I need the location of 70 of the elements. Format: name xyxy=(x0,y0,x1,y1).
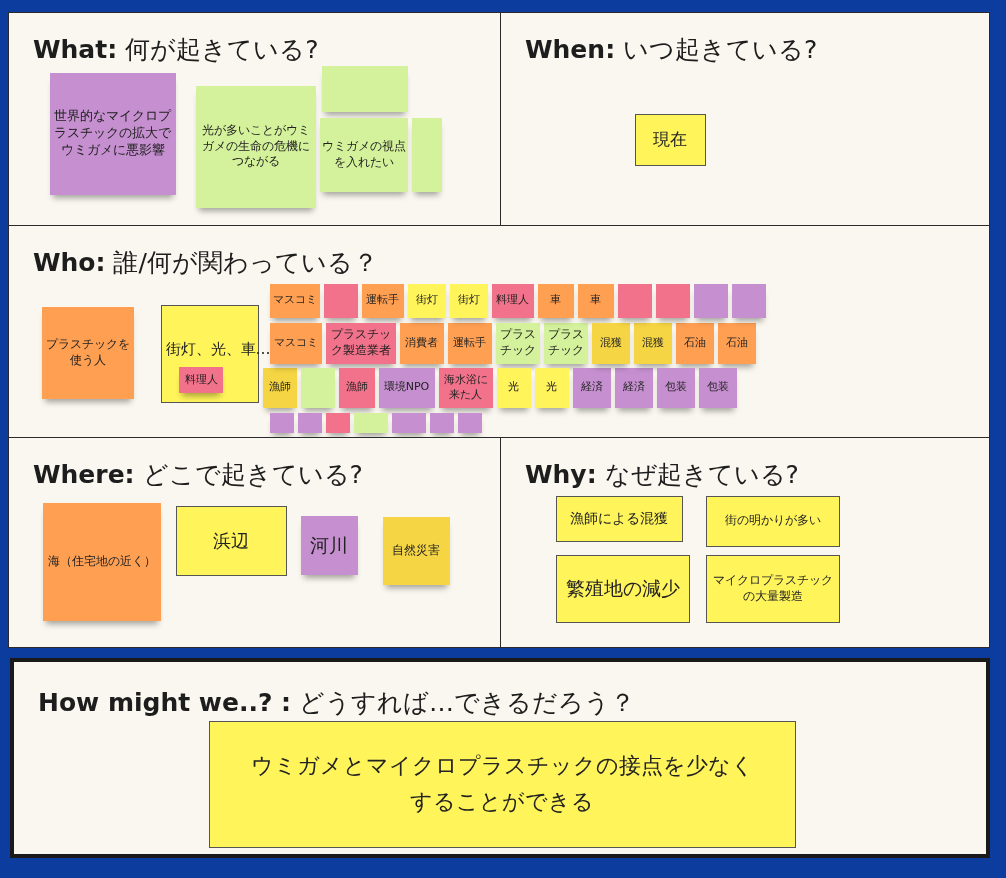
sticky-note xyxy=(731,283,766,318)
sticky-note: 現在 xyxy=(634,113,706,166)
sticky-note xyxy=(353,412,388,433)
sticky-note xyxy=(325,412,350,433)
sticky-note: プラスチック製造業者 xyxy=(325,322,396,364)
sticky-note xyxy=(617,283,652,318)
sticky-note: 料理人 xyxy=(179,367,223,393)
sticky-note xyxy=(693,283,728,318)
section-heading: Who: 誰/何が関わっている？ xyxy=(33,247,378,279)
sticky-note: 料理人 xyxy=(491,283,534,318)
sticky-note: 海（住宅地の近く） xyxy=(42,502,161,621)
sticky-note: 運転手 xyxy=(361,283,404,318)
sticky-note: 浜辺 xyxy=(175,505,287,576)
sticky-note: 光 xyxy=(534,367,569,408)
sticky-note xyxy=(297,412,322,433)
sticky-note xyxy=(300,367,335,408)
sticky-note: 混獲 xyxy=(633,322,672,364)
sticky-note: 街の明かりが多い xyxy=(705,495,840,547)
section-panel xyxy=(500,12,990,226)
sticky-note: 漁師による混獲 xyxy=(555,495,683,542)
sticky-note: 包装 xyxy=(656,367,695,408)
section-heading: Why: なぜ起きている? xyxy=(525,459,799,491)
sticky-note: マイクロプラスチックの大量製造 xyxy=(705,554,840,623)
sticky-note: マスコミ xyxy=(269,322,322,364)
section-panel xyxy=(10,658,990,858)
sticky-note: 経済 xyxy=(614,367,653,408)
sticky-note: 光 xyxy=(496,367,531,408)
sticky-note: 車 xyxy=(577,283,614,318)
section-panel xyxy=(8,225,990,438)
sticky-note: ウミガメの視点を入れたい xyxy=(319,117,408,192)
sticky-note: 世界的なマイクロプラスチックの拡大でウミガメに悪影響 xyxy=(49,72,176,195)
sticky-note: 包装 xyxy=(698,367,737,408)
section-heading: How might we..? : どうすれば…できるだろう？ xyxy=(38,687,636,719)
sticky-note xyxy=(321,65,408,112)
sticky-note: 海水浴に来た人 xyxy=(438,367,493,408)
sticky-note: プラスチック xyxy=(495,322,540,364)
sticky-note: 光が多いことがウミガメの生命の危機につながる xyxy=(195,85,316,208)
section-panel xyxy=(500,437,990,648)
sticky-note: 混獲 xyxy=(591,322,630,364)
sticky-note: 環境NPO xyxy=(378,367,435,408)
sticky-note: マスコミ xyxy=(269,283,320,318)
sticky-note: 石油 xyxy=(675,322,714,364)
section-heading: Where: どこで起きている? xyxy=(33,459,363,491)
sticky-note: 漁師 xyxy=(262,367,297,408)
sticky-note: 漁師 xyxy=(338,367,375,408)
sticky-note xyxy=(411,117,442,192)
section-heading: When: いつ起きている? xyxy=(525,34,818,66)
section-heading: What: 何が起きている? xyxy=(33,34,319,66)
section-panel xyxy=(8,12,501,226)
sticky-note: 繁殖地の減少 xyxy=(555,554,690,623)
sticky-note xyxy=(269,412,294,433)
note-text: 街灯、光、車… xyxy=(165,339,271,359)
sticky-note xyxy=(655,283,690,318)
sticky-note: 運転手 xyxy=(447,322,492,364)
sticky-note: 自然災害 xyxy=(382,516,450,585)
sticky-note: プラスチックを使う人 xyxy=(41,306,134,399)
sticky-note: 石油 xyxy=(717,322,756,364)
sticky-note: プラスチック xyxy=(543,322,588,364)
sticky-note: 経済 xyxy=(572,367,611,408)
sticky-note: 街灯 xyxy=(449,283,488,318)
sticky-note: ウミガメとマイクロプラスチックの接点を少なくすることができる xyxy=(208,720,796,848)
sticky-note xyxy=(429,412,454,433)
sticky-note xyxy=(391,412,426,433)
sticky-note xyxy=(457,412,482,433)
sticky-note: 河川 xyxy=(300,515,358,575)
sticky-note: 消費者 xyxy=(399,322,444,364)
section-panel xyxy=(8,437,501,648)
sticky-note: 街灯 xyxy=(407,283,446,318)
sticky-note xyxy=(323,283,358,318)
sticky-note: 車 xyxy=(537,283,574,318)
